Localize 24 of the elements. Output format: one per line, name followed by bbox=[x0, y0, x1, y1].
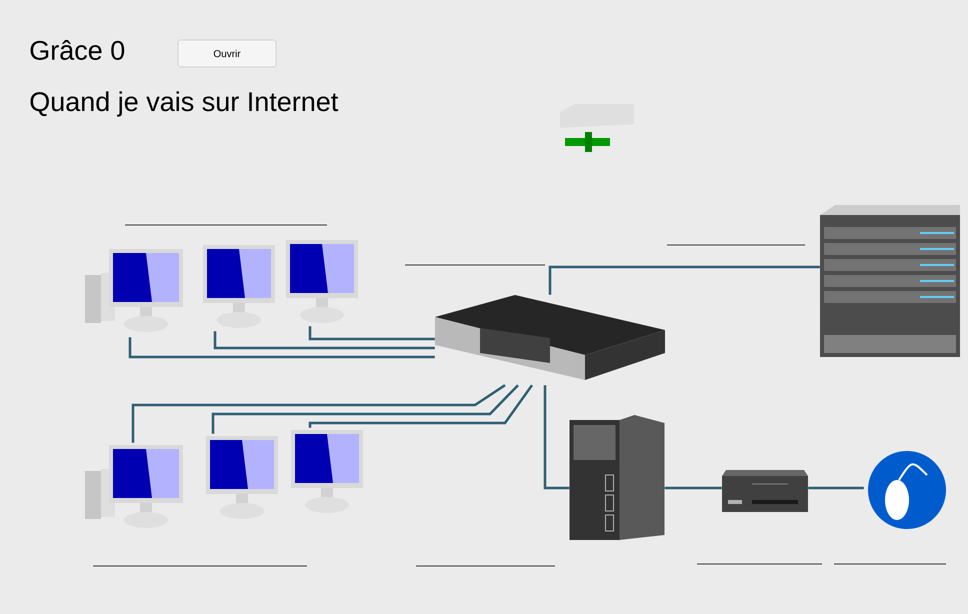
cable-line bbox=[808, 486, 864, 490]
cable-line bbox=[308, 384, 534, 428]
heading: Grâce 0 bbox=[30, 40, 124, 60]
title: Quand je vais sur Internet bbox=[30, 91, 338, 117]
open-button: Ouvrir bbox=[178, 40, 276, 68]
cable-line bbox=[214, 331, 435, 350]
computer-drawing bbox=[206, 436, 278, 519]
cable-line bbox=[664, 486, 722, 490]
computer-drawing bbox=[286, 240, 358, 323]
computer-drawing bbox=[203, 245, 275, 328]
cable-line bbox=[544, 385, 570, 490]
computer-drawing bbox=[291, 430, 363, 513]
cable-line bbox=[212, 384, 519, 434]
desktop-tower-drawing bbox=[570, 415, 664, 540]
modem-drawing bbox=[722, 470, 808, 512]
cable-line bbox=[128, 337, 435, 358]
cable-line bbox=[132, 384, 506, 443]
globe-mouse-drawing bbox=[868, 451, 946, 529]
cable-line bbox=[548, 266, 820, 295]
computer-drawing bbox=[85, 445, 183, 528]
network-switch-drawing bbox=[435, 295, 665, 380]
computer-drawing bbox=[85, 249, 183, 332]
cable-line bbox=[308, 326, 435, 340]
server-drawing bbox=[820, 205, 960, 357]
